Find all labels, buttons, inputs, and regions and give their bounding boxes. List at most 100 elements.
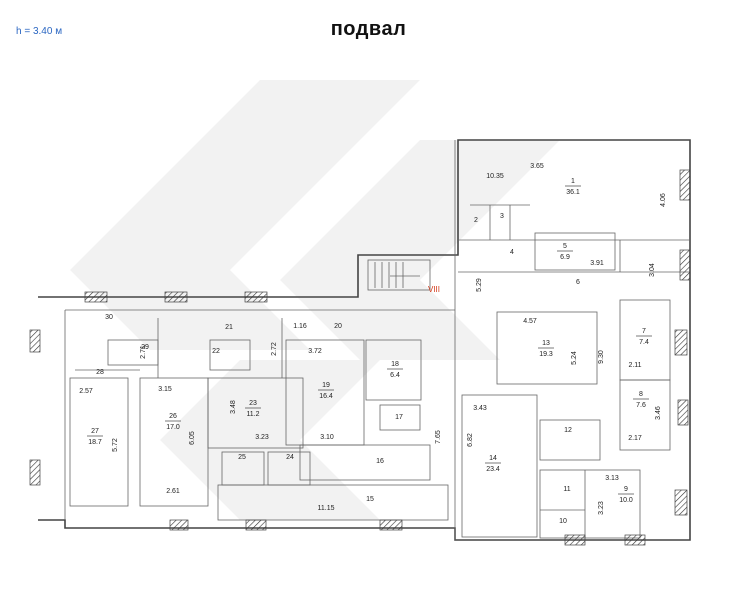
room-number: 8 [639, 391, 643, 398]
room-5: 56.9 [557, 243, 573, 261]
room-area: 19.3 [539, 351, 553, 358]
room-9: 910.0 [618, 486, 634, 504]
room-21: 21 [225, 324, 233, 331]
hatched-walls [29, 169, 691, 546]
room-28: 28 [96, 369, 104, 376]
room-area: 36.1 [566, 189, 580, 196]
room-number: 23 [249, 400, 257, 407]
dimension-label: 2.57 [79, 388, 93, 395]
dimension-label: 11.15 [318, 505, 335, 512]
stair-mark: VIII [428, 285, 440, 294]
room-labels: 136.123456.9677.487.6910.01011121319.314… [87, 178, 652, 525]
room-number: 17 [395, 414, 403, 421]
room-number: 13 [542, 340, 550, 347]
dimension-label: 4.57 [523, 318, 537, 325]
room-number: 2 [474, 217, 478, 224]
room-number: 26 [169, 413, 177, 420]
room-number: 5 [563, 243, 567, 250]
dimension-label: 5.29 [476, 278, 483, 292]
dimension-label: 2.17 [628, 435, 642, 442]
room-7: 77.4 [636, 328, 652, 346]
dimension-label: 3.43 [473, 405, 487, 412]
watermark [70, 80, 560, 520]
room-11: 11 [563, 486, 570, 493]
dimension-label: 3.04 [649, 263, 656, 277]
dimension-label: 3.10 [320, 434, 334, 441]
room-19: 19 16.4 [318, 382, 334, 400]
room-13: 13 19.3 [538, 340, 554, 358]
room-14: 14 23.4 [485, 455, 501, 473]
room-17: 17 [395, 414, 403, 421]
floor-title: подвал [330, 18, 407, 40]
room-number: 3 [500, 213, 504, 220]
room-number: 16 [376, 458, 384, 465]
room-number: 14 [489, 455, 497, 462]
room-number: 19 [322, 382, 330, 389]
room-number: 1 [571, 178, 575, 185]
dimension-label: 3.13 [605, 475, 619, 482]
room-10: 10 [559, 518, 567, 525]
room-area: 16.4 [319, 393, 333, 400]
room-number: 10 [559, 518, 567, 525]
room-number: 9 [624, 486, 628, 493]
room-number: 15 [366, 496, 374, 503]
dimension-label: 2.72 [271, 342, 278, 356]
room-area: 10.0 [619, 497, 633, 504]
room-2: 2 [474, 217, 478, 224]
dimension-label: 6.82 [467, 433, 474, 447]
dimension-label: 2.61 [166, 488, 180, 495]
room-number: 21 [225, 324, 233, 331]
ceiling-height-label: h = 3.40 м [16, 26, 63, 37]
room-area: 7.4 [639, 339, 649, 346]
room-3: 3 [500, 213, 504, 220]
room-area: 7.6 [636, 402, 646, 409]
dimension-label: 1.16 [293, 323, 307, 330]
dimension-label: 10.35 [486, 173, 504, 180]
dimension-label: 3.23 [255, 434, 269, 441]
dimension-label: 3.46 [655, 406, 662, 420]
room-number: 7 [642, 328, 646, 335]
room-number: 29 [141, 344, 149, 351]
room-26: 26 17.0 [165, 413, 181, 431]
room-16: 16 [376, 458, 384, 465]
room-20: 20 [334, 323, 342, 330]
room-area: 17.0 [166, 424, 180, 431]
room-12: 12 [564, 427, 572, 434]
dimension-label: 6.05 [189, 431, 196, 445]
room-number: 11 [563, 486, 570, 493]
dimension-label: 3.65 [530, 163, 544, 170]
room-area: 11.2 [246, 411, 259, 418]
dimension-label: 7.65 [435, 430, 442, 444]
walls [38, 139, 691, 541]
room-4: 4 [510, 249, 514, 256]
dimension-label: 5.72 [112, 438, 119, 452]
dimension-label: 3.48 [230, 400, 237, 414]
dimension-label: 3.72 [308, 348, 322, 355]
room-18: 186.4 [387, 361, 403, 379]
room-number: 6 [576, 279, 580, 286]
room-6: 6 [576, 279, 580, 286]
room-number: 20 [334, 323, 342, 330]
room-number: 4 [510, 249, 514, 256]
room-1: 136.1 [565, 178, 581, 196]
dimension-label: 2.11 [628, 362, 641, 369]
dimension-label: 4.06 [660, 193, 667, 207]
room-number: 12 [564, 427, 572, 434]
room-area: 23.4 [486, 466, 500, 473]
room-8: 87.6 [633, 391, 649, 409]
room-15: 15 [366, 496, 374, 503]
room-number: 25 [238, 454, 246, 461]
room-area: 6.9 [560, 254, 570, 261]
dimension-label: 3.91 [590, 260, 604, 267]
room-30: 30 [105, 314, 113, 321]
dimension-label: 3.15 [158, 386, 172, 393]
room-area: 6.4 [390, 372, 400, 379]
room-number: 24 [286, 454, 294, 461]
room-number: 22 [212, 348, 220, 355]
room-22: 22 [212, 348, 220, 355]
dimension-label: 3.23 [598, 501, 605, 515]
room-23: 23 11.2 [245, 400, 261, 418]
